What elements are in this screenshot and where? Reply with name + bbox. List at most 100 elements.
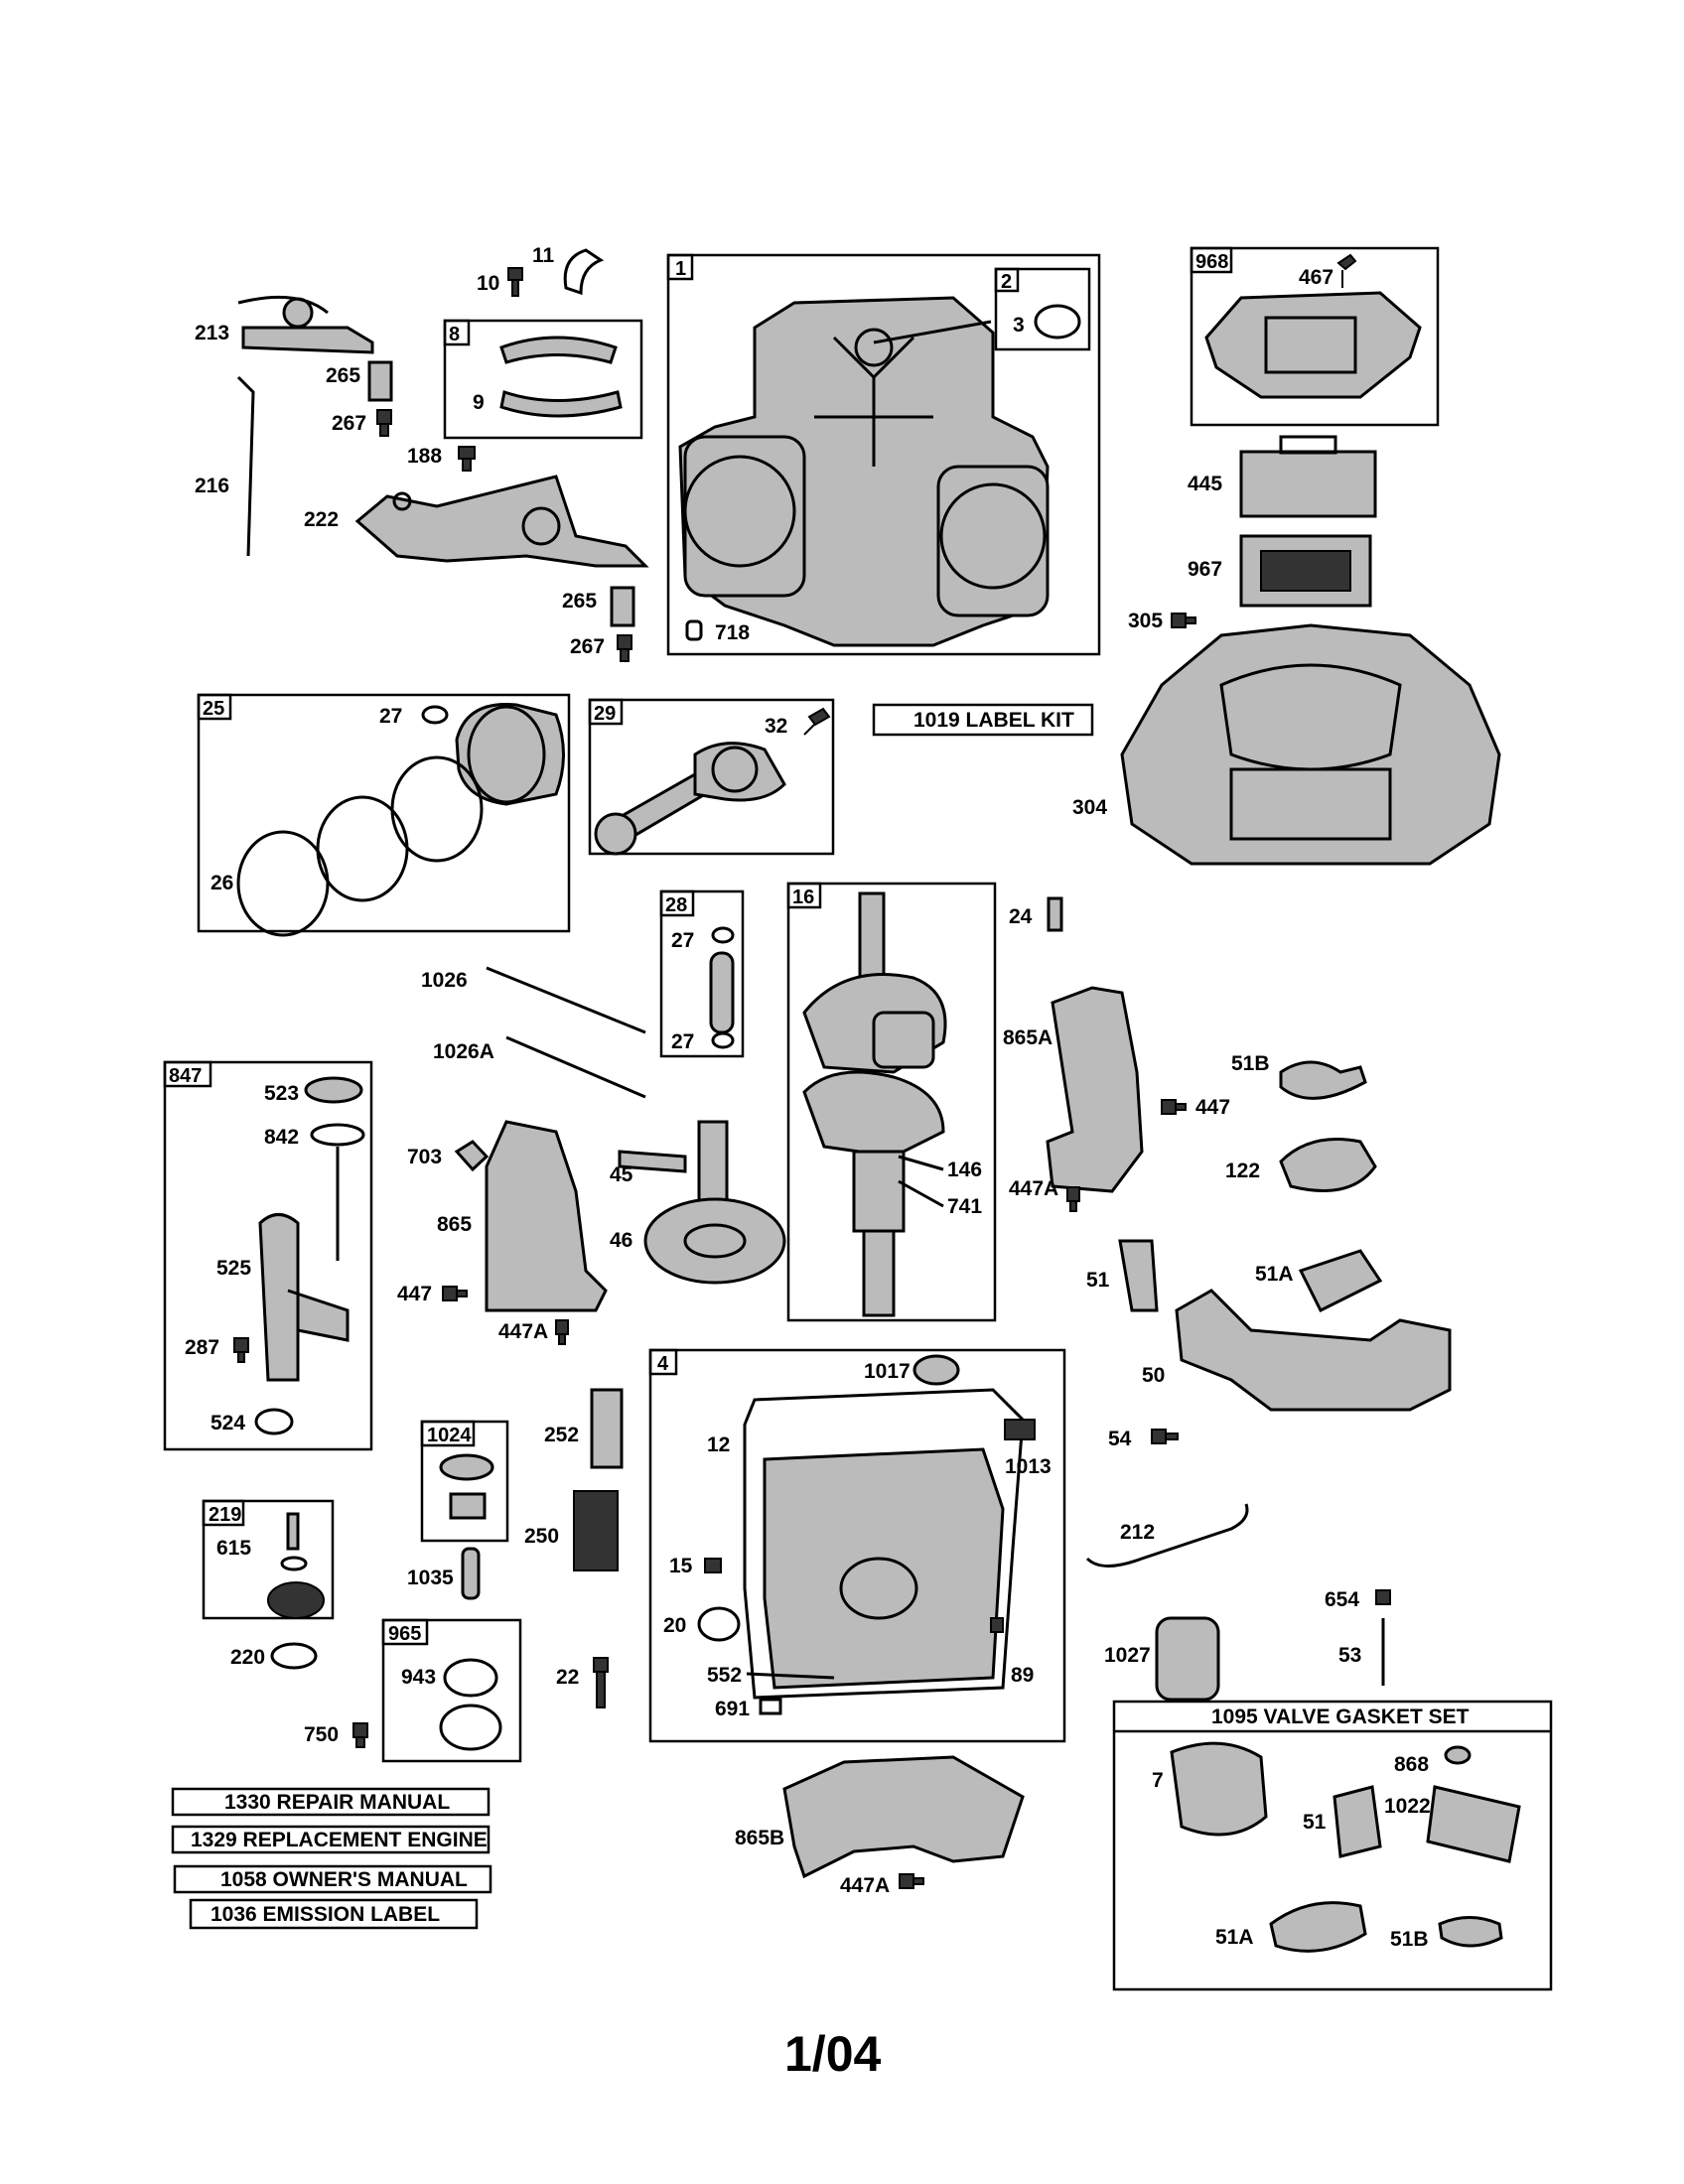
- kit-box-968-tag: [1190, 246, 1233, 274]
- oil-pump-cover-part: [449, 1492, 487, 1520]
- crankcase-part: [763, 1447, 1005, 1690]
- label-45: 45: [610, 1163, 633, 1186]
- clip-265-bottom-part: [610, 586, 635, 627]
- screw-447A-center-part: [555, 1319, 569, 1345]
- kit-box-25-number: 25: [203, 698, 224, 720]
- screw-305-part: [1171, 613, 1196, 628]
- blower-housing-opening: [1219, 663, 1402, 771]
- seal-3-part: [1034, 304, 1081, 340]
- pushrod-1026A-part: [505, 1035, 646, 1099]
- kit-box-219-tag: [202, 1499, 245, 1527]
- label-7: 7: [1152, 1769, 1164, 1792]
- gasket-51B-kit-part: [1438, 1916, 1503, 1948]
- kit-box-968-number: 968: [1195, 251, 1228, 273]
- kit-box-8: [443, 319, 643, 440]
- gasket-8-part: [499, 336, 618, 364]
- seal-524-part: [254, 1408, 294, 1435]
- label-122: 122: [1225, 1160, 1260, 1182]
- kit-box-965: [381, 1618, 522, 1763]
- filter-1013-part: [1004, 1419, 1036, 1440]
- crankcase-gasket-12-part: [743, 1388, 1025, 1700]
- kit-box-8-number: 8: [449, 324, 460, 345]
- label-51A-kit: 51A: [1215, 1926, 1254, 1949]
- plug-1017-part: [912, 1354, 960, 1386]
- kit-box-29-tag: [588, 698, 624, 726]
- kit-1019-label: 1019 LABEL KIT: [913, 709, 1074, 732]
- kit-box-1024-tag: [420, 1420, 476, 1447]
- label-842: 842: [264, 1126, 299, 1149]
- label-267-top: 267: [332, 412, 366, 435]
- label-10: 10: [477, 272, 499, 295]
- label-552: 552: [707, 1664, 742, 1687]
- bolt-22-part: [593, 1657, 609, 1708]
- kit-box-16: [786, 882, 997, 1322]
- label-250: 250: [524, 1525, 559, 1548]
- clip-27-top-part: [711, 926, 735, 944]
- label-1022: 1022: [1384, 1795, 1431, 1818]
- label-287: 287: [185, 1336, 219, 1359]
- breather-9-part: [499, 390, 623, 418]
- key-24-part: [1047, 896, 1063, 932]
- governor-gear-part: [267, 1581, 325, 1619]
- screen-250-part: [573, 1490, 619, 1571]
- label-265-bottom: 265: [562, 590, 597, 613]
- leader-3: [873, 320, 992, 344]
- dipstick-cap-523-part: [304, 1076, 363, 1104]
- label-750: 750: [304, 1723, 339, 1746]
- kit-box-968: [1190, 246, 1440, 427]
- spool-220-part: [270, 1642, 318, 1670]
- label-1027: 1027: [1104, 1644, 1151, 1667]
- screw-447A-bottom-part: [899, 1873, 924, 1889]
- label-741: 741: [947, 1195, 982, 1218]
- camshaft-gear-46-part: [643, 1120, 786, 1285]
- clip-265-top-part: [367, 360, 393, 402]
- label-445: 445: [1188, 473, 1222, 495]
- screw-750-part: [352, 1722, 368, 1748]
- label-24: 24: [1009, 905, 1033, 928]
- clip-27-bottom-part: [711, 1031, 735, 1049]
- label-27-pin-bottom: 27: [671, 1030, 694, 1053]
- label-447A-right: 447A: [1009, 1177, 1058, 1200]
- kit-box-1024-number: 1024: [427, 1425, 472, 1446]
- label-51A-right: 51A: [1255, 1263, 1294, 1286]
- kit-box-25-tag: [197, 693, 232, 721]
- kit-box-1: [666, 253, 1101, 656]
- kit-box-847-number: 847: [169, 1065, 202, 1087]
- label-523: 523: [264, 1082, 299, 1105]
- label-447A-center: 447A: [498, 1320, 548, 1343]
- label-265-top: 265: [326, 364, 360, 387]
- label-26: 26: [210, 872, 233, 894]
- screw-447-center-part: [442, 1286, 468, 1301]
- label-691: 691: [715, 1698, 750, 1720]
- kit-1329-label: 1329 REPLACEMENT ENGINE: [191, 1829, 488, 1851]
- seal-703-part: [454, 1140, 490, 1172]
- kit-box-28-number-text: 28: [665, 894, 687, 916]
- plug-15-part: [704, 1558, 722, 1573]
- kit-1058: [173, 1864, 492, 1894]
- label-89: 89: [1011, 1664, 1034, 1687]
- kit-box-2-tag: [994, 267, 1020, 293]
- dipstick-tube-525-part: [258, 1213, 350, 1382]
- screw-188-part: [458, 446, 476, 472]
- nut-654-part: [1375, 1589, 1391, 1605]
- pre-cleaner-handle: [1279, 435, 1337, 455]
- kit-1330: [171, 1787, 491, 1817]
- label-222: 222: [304, 508, 339, 531]
- label-213: 213: [195, 322, 229, 344]
- gasket-51-kit-part: [1333, 1785, 1382, 1858]
- kit-1019: [872, 703, 1094, 737]
- kit-box-847-tag: [163, 1060, 212, 1088]
- pre-cleaner-445-part: [1239, 450, 1377, 518]
- kit-box-847: [163, 1060, 373, 1451]
- label-967: 967: [1188, 558, 1222, 581]
- kit-box-1-tag: [666, 253, 694, 281]
- label-943: 943: [401, 1666, 436, 1689]
- label-27-pin-top: 27: [671, 929, 694, 952]
- seal-868-part: [1444, 1745, 1472, 1765]
- label-54: 54: [1108, 1428, 1132, 1450]
- label-220: 220: [230, 1646, 265, 1669]
- label-447-right: 447: [1195, 1096, 1230, 1119]
- oring-943-part: [443, 1658, 498, 1698]
- label-46: 46: [610, 1229, 632, 1252]
